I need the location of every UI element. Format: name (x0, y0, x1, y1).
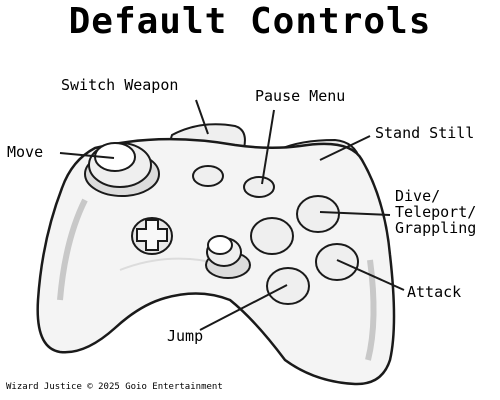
attack-callout (336, 259, 405, 291)
footer-copyright: Wizard Justice © 2025 Goio Entertainment (6, 382, 223, 392)
switch-weapon-callout (195, 99, 209, 135)
page-title: Default Controls (68, 1, 432, 42)
right-stick (205, 235, 251, 279)
menu-button (243, 176, 275, 198)
dive-label-line1: Dive/ (395, 187, 441, 205)
pause-menu-label: Pause Menu (255, 87, 346, 105)
switch-weapon-label: Switch Weapon (61, 76, 179, 94)
dive-label-line3: Grappling (395, 219, 477, 237)
stand-still-callout (319, 135, 371, 161)
move-callout (59, 152, 115, 159)
dive-label-line2: Teleport/ (395, 203, 477, 221)
face-buttons (250, 195, 359, 305)
attack-label: Attack (407, 283, 462, 301)
dive-callout (319, 211, 391, 216)
face-button-top (296, 195, 340, 233)
face-button-right (315, 243, 359, 281)
jump-label: Jump (167, 327, 204, 345)
left-stick (84, 142, 160, 197)
jump-callout (199, 284, 288, 331)
stand-still-label: Stand Still (375, 124, 475, 142)
face-button-bottom (266, 267, 310, 305)
view-button (192, 165, 224, 187)
face-button-left (250, 217, 294, 255)
pause-menu-callout (261, 109, 275, 185)
dpad (131, 217, 173, 255)
move-label: Move (7, 143, 44, 161)
